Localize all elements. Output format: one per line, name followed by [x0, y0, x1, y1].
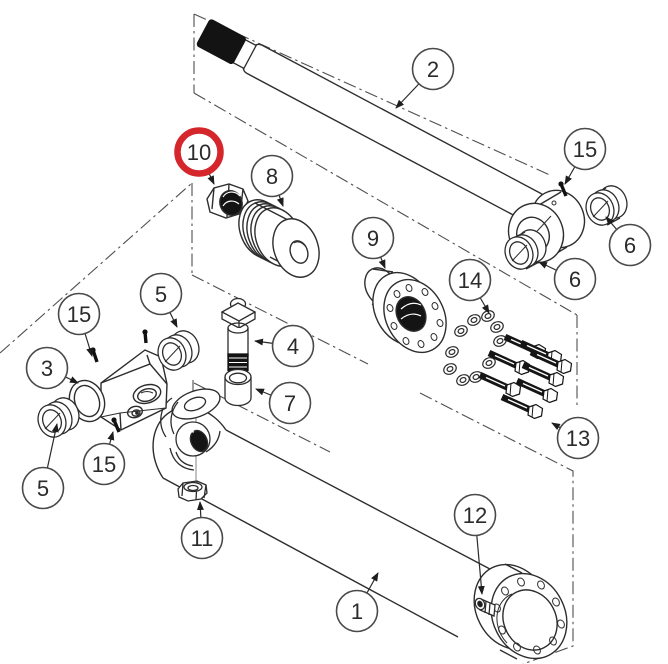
gland-flange-9 — [364, 267, 447, 354]
callout-8-label: 8 — [266, 164, 278, 189]
bushing-5-top — [157, 330, 200, 371]
callout-10-label: 10 — [187, 140, 211, 165]
callout-5-bottom-label: 5 — [37, 476, 49, 501]
spacer-7 — [224, 368, 252, 407]
grease-fitting-12 — [474, 597, 496, 617]
callout-12: 12 — [453, 493, 497, 537]
callout-6-right: 6 — [608, 223, 652, 267]
callout-3-label: 3 — [41, 356, 53, 381]
callout-13: 13 — [556, 416, 600, 460]
hex-nut-11 — [177, 480, 208, 502]
callout-15-bottom-label: 15 — [92, 452, 116, 477]
rod-shaft — [242, 43, 546, 224]
callout-15-left-label: 15 — [67, 302, 91, 327]
callout-15-bottom: 15 — [82, 442, 126, 486]
callout-5-top-label: 5 — [155, 282, 167, 307]
callout-5-bottom: 5 — [21, 466, 65, 510]
grease-zerk-15-bottom — [111, 417, 121, 433]
bushing-6-left — [504, 229, 547, 270]
lock-nut-10 — [206, 183, 249, 219]
callout-2-label: 2 — [427, 57, 439, 82]
callout-6-left-label: 6 — [569, 267, 581, 292]
bolt-set-13 — [478, 334, 573, 420]
washer-set-14 — [443, 310, 507, 386]
callout-11-label: 11 — [191, 526, 214, 551]
callout-1: 1 — [335, 589, 379, 633]
callout-7: 7 — [268, 381, 312, 425]
fitting-4 — [220, 297, 257, 375]
bushing-6-right — [585, 185, 628, 226]
callout-9-label: 9 — [367, 226, 379, 251]
callout-13-label: 13 — [566, 426, 590, 451]
grease-zerk-top-center — [142, 329, 148, 344]
highlight-ring — [174, 127, 224, 177]
callout-12-label: 12 — [463, 503, 487, 528]
callout-15-top: 15 — [563, 127, 607, 171]
piston-rod — [196, 19, 546, 224]
callout-14-label: 14 — [458, 268, 482, 293]
bushing-5-bottom — [37, 397, 80, 438]
callout-11: 11 — [180, 516, 224, 560]
callout-14: 14 — [448, 258, 492, 302]
callout-15-top-label: 15 — [573, 137, 597, 162]
callout-1-label: 1 — [351, 599, 363, 624]
callout-15-left: 15 — [57, 292, 101, 336]
callout-4-label: 4 — [287, 334, 299, 359]
barrel-port-clamp — [160, 388, 221, 481]
callout-7-label: 7 — [284, 391, 296, 416]
callout-3: 3 — [25, 346, 69, 390]
callout-2: 2 — [411, 47, 455, 91]
callout-8: 8 — [250, 154, 294, 198]
piston-8 — [238, 199, 320, 278]
rod-thread — [196, 19, 246, 64]
gland-bolt-holes — [386, 284, 444, 348]
barrel-end-flange — [473, 563, 568, 660]
callout-9: 9 — [351, 216, 395, 260]
callout-4: 4 — [271, 324, 315, 368]
callout-6-right-label: 6 — [624, 233, 636, 258]
callout-10-highlighted: 10 — [174, 127, 224, 177]
callout-5-top: 5 — [139, 272, 183, 316]
cylinder-barrel — [152, 406, 515, 640]
callout-6-left: 6 — [553, 257, 597, 301]
grease-zerk-15-top — [558, 181, 568, 197]
